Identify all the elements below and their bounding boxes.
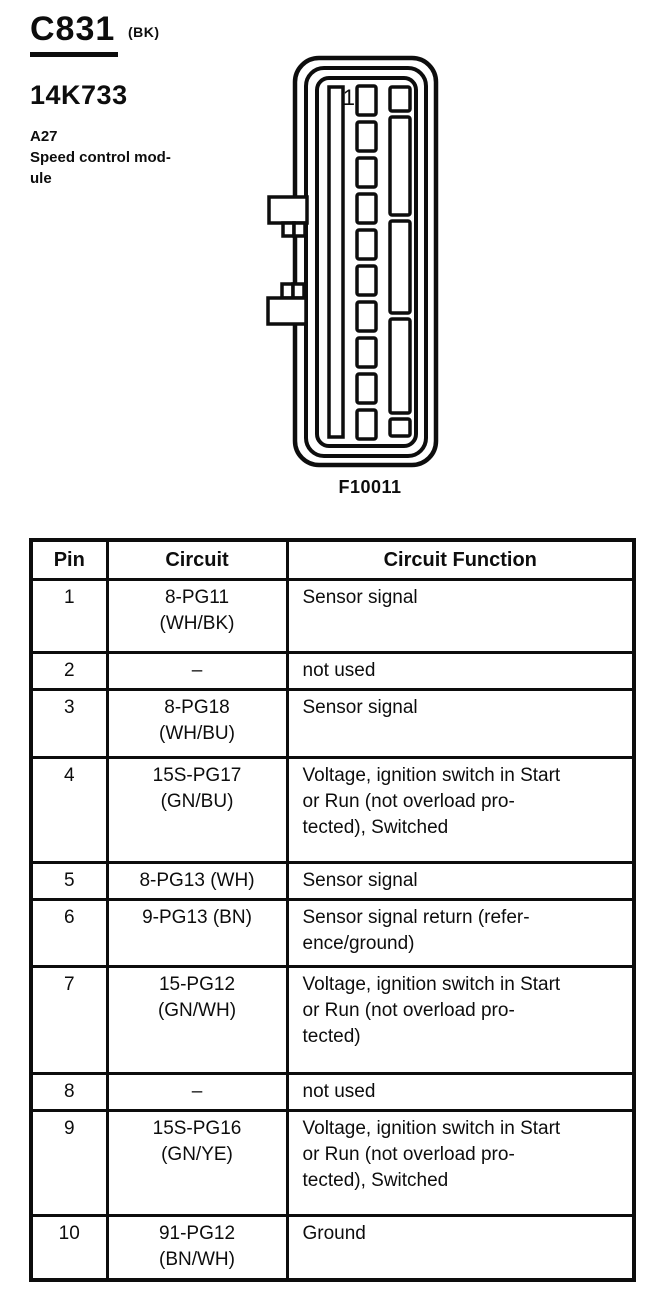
pin-cell: 3 (29, 688, 109, 759)
circuit-cell: 15S-PG16 (GN/YE) (105, 1109, 289, 1217)
pin-cell: 1 (29, 578, 109, 654)
side-slot (388, 417, 412, 438)
column-header-circuit-function: Circuit Function (285, 538, 636, 581)
function-cell: Sensor signal (285, 861, 636, 901)
circuit-cell: 9-PG13 (BN) (105, 898, 289, 968)
function-cell: Sensor signal return (refer- ence/ground… (285, 898, 636, 968)
table-row: 2 – not used (29, 651, 636, 691)
pin-cell: 4 (29, 756, 109, 864)
pin-cavity (355, 120, 378, 153)
function-cell: not used (285, 1072, 636, 1112)
function-cell: Sensor signal (285, 578, 636, 654)
circuit-cell: 15-PG12 (GN/WH) (105, 965, 289, 1075)
circuit-cell: 8-PG13 (WH) (105, 861, 289, 901)
pin-cell: 9 (29, 1109, 109, 1217)
connector-color-code: (BK) (128, 24, 160, 40)
table-row: 1 8-PG11 (WH/BK) Sensor signal (29, 578, 636, 654)
part-number: 14K733 (30, 80, 128, 110)
table-row: 8 – not used (29, 1072, 636, 1112)
function-cell: Voltage, ignition switch in Start or Run… (285, 1109, 636, 1217)
pin-cell: 8 (29, 1072, 109, 1112)
upper-tab (267, 195, 309, 225)
side-slot (388, 85, 412, 113)
pin-cavity (355, 192, 378, 225)
side-slot (388, 115, 412, 217)
function-cell: not used (285, 651, 636, 691)
circuit-cell: 8-PG18 (WH/BU) (105, 688, 289, 759)
table-row: 9 15S-PG16 (GN/YE) Voltage, ignition swi… (29, 1109, 636, 1217)
table-header-row: Pin Circuit Circuit Function (29, 538, 636, 581)
side-slot (388, 317, 412, 415)
table-row: 5 8-PG13 (WH) Sensor signal (29, 861, 636, 901)
table-row: 6 9-PG13 (BN) Sensor signal return (refe… (29, 898, 636, 968)
function-cell: Ground (285, 1214, 636, 1281)
function-cell: Voltage, ignition switch in Start or Run… (285, 756, 636, 864)
circuit-cell: – (105, 1072, 289, 1112)
pin-cell: 6 (29, 898, 109, 968)
connector-id: C831 (30, 10, 119, 57)
pin-cavity (355, 156, 378, 189)
table-row: 10 91-PG12 (BN/WH) Ground (29, 1214, 636, 1281)
component-name: Speed control mod- ule (30, 149, 171, 187)
side-slot (388, 219, 412, 315)
upper-tab-notch (292, 221, 307, 238)
keyway-slot (327, 85, 345, 439)
component-id: A27 (30, 128, 58, 145)
pin-table: Pin Circuit Circuit Function 1 8-PG11 (W… (29, 538, 636, 1282)
side-slots (388, 85, 412, 438)
function-cell: Sensor signal (285, 688, 636, 759)
table-row: 7 15-PG12 (GN/WH) Voltage, ignition swit… (29, 965, 636, 1075)
pin-cell: 10 (29, 1214, 109, 1281)
circuit-cell: 8-PG11 (WH/BK) (105, 578, 289, 654)
table-row: 4 15S-PG17 (GN/BU) Voltage, ignition swi… (29, 756, 636, 864)
pin-cell: 2 (29, 651, 109, 691)
pin-cavity (355, 408, 378, 441)
pin-cavity (355, 372, 378, 405)
circuit-cell: 91-PG12 (BN/WH) (105, 1214, 289, 1281)
pin-cavities (355, 84, 378, 441)
pin-cavity (355, 264, 378, 297)
pin-cell: 5 (29, 861, 109, 901)
lower-tab (266, 296, 308, 326)
column-header-circuit: Circuit (105, 538, 289, 581)
lower-tab-notch (291, 282, 306, 300)
pin-cavity (355, 84, 378, 117)
connector-diagram-icon: 1 (266, 55, 439, 468)
column-header-pin: Pin (29, 538, 109, 581)
function-cell: Voltage, ignition switch in Start or Run… (285, 965, 636, 1075)
connector-mount-tabs (266, 195, 309, 326)
pin-cavity (355, 336, 378, 369)
circuit-cell: – (105, 651, 289, 691)
pin-cell: 7 (29, 965, 109, 1075)
figure-code-label: F10011 (338, 477, 402, 497)
pin-cavity (355, 228, 378, 261)
pin-cavity (355, 300, 378, 333)
circuit-cell: 15S-PG17 (GN/BU) (105, 756, 289, 864)
table-row: 3 8-PG18 (WH/BU) Sensor signal (29, 688, 636, 759)
pin-1-label: 1 (343, 85, 355, 110)
